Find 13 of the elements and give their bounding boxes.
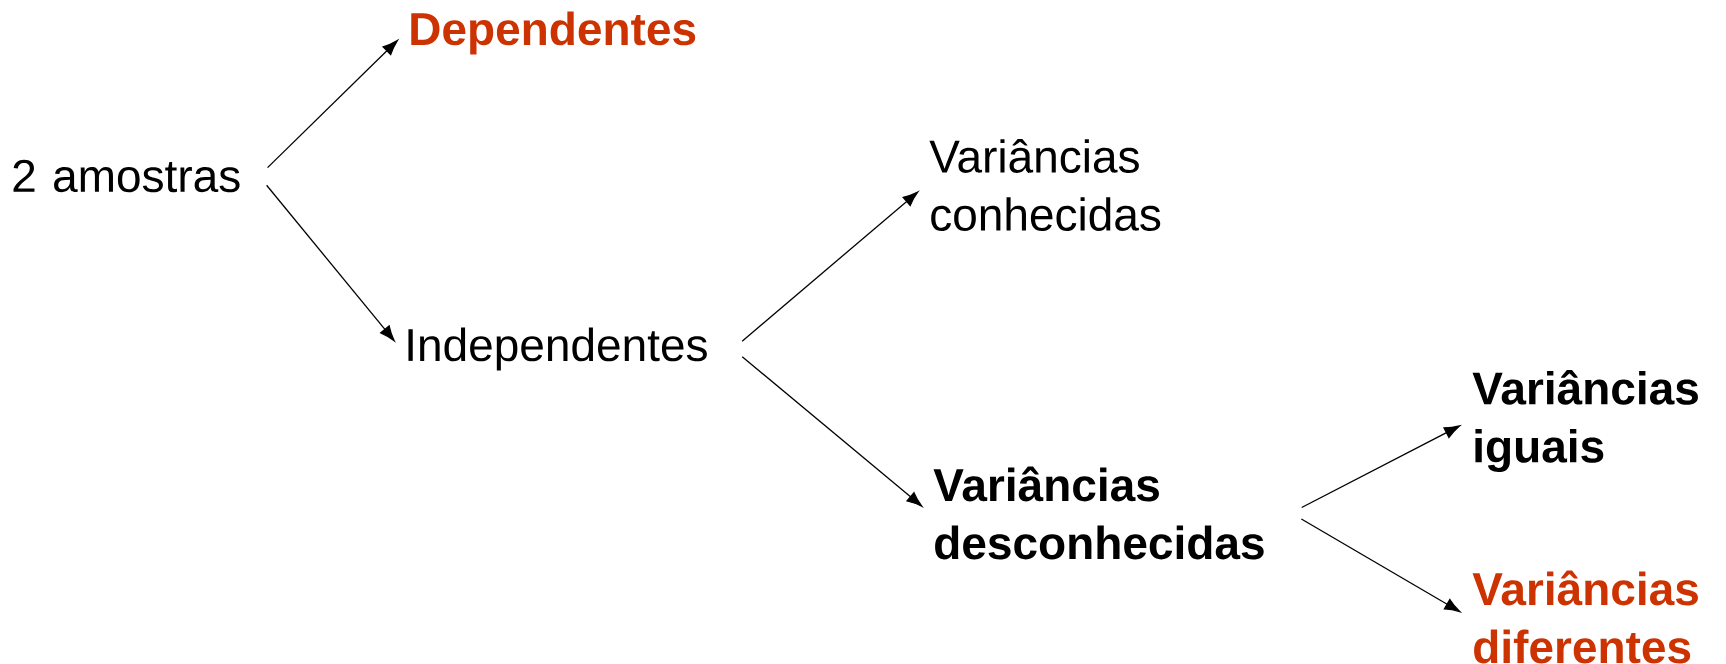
category-label: Variâncias desconhecidas — [933, 466, 1264, 560]
arrow — [741, 356, 923, 507]
category-label: Independentes — [408, 327, 707, 371]
category-label: Variâncias diferentes — [1472, 570, 1698, 664]
category-label: Variâncias conhecidas — [929, 139, 1161, 231]
arrow — [265, 184, 395, 342]
arrow — [1300, 518, 1461, 613]
category-label: Dependentes — [411, 11, 696, 55]
arrow — [1301, 425, 1461, 509]
arrow — [741, 191, 919, 342]
category-label: 2 amostras — [13, 159, 240, 193]
arrow — [266, 39, 398, 169]
category-label: Variâncias iguais — [1472, 369, 1698, 473]
